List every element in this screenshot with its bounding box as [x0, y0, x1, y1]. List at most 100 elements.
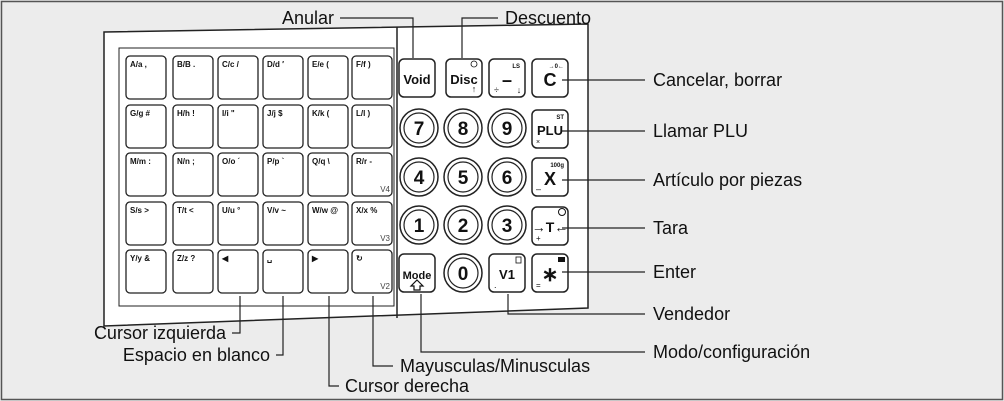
- key-cap[interactable]: [125, 104, 167, 149]
- alpha-key-4-1[interactable]: Z/z ?: [172, 249, 214, 294]
- key-cap[interactable]: [125, 152, 167, 197]
- key-cap[interactable]: [217, 249, 259, 294]
- key-cap[interactable]: [307, 104, 349, 149]
- alpha-key-0-1[interactable]: B/B .: [172, 55, 214, 100]
- key-cap[interactable]: [172, 201, 214, 246]
- key-cap[interactable]: [351, 55, 393, 100]
- alpha-key-3-1[interactable]: T/t <: [172, 201, 214, 246]
- alpha-key-2-5[interactable]: R/r -V4: [351, 152, 393, 197]
- alpha-key-1-1[interactable]: H/h !: [172, 104, 214, 149]
- key-cap[interactable]: [172, 55, 214, 100]
- alpha-key-1-3[interactable]: J/j $: [262, 104, 304, 149]
- alpha-key-0-3[interactable]: D/d ′: [262, 55, 304, 100]
- key-cap[interactable]: [262, 249, 304, 294]
- tare-key[interactable]: →T←+: [531, 206, 569, 246]
- key-cap[interactable]: [398, 58, 436, 98]
- key-cap[interactable]: [172, 104, 214, 149]
- key-cap[interactable]: [531, 58, 569, 98]
- digit-key-1[interactable]: 1: [399, 205, 439, 245]
- alphanumeric-keys: A/a ,B/B .C/c /D/d ′E/e (F/f ) G/g # H/h !…: [125, 55, 393, 294]
- label-descuento: Descuento: [505, 8, 592, 28]
- void-key[interactable]: Void: [398, 58, 436, 98]
- alpha-key-3-0[interactable]: S/s >: [125, 201, 167, 246]
- alpha-key-3-4[interactable]: W/w @: [307, 201, 349, 246]
- key-cap[interactable]: [398, 253, 436, 293]
- clear-key[interactable]: C→0←: [531, 58, 569, 98]
- alpha-key-4-0[interactable]: Y/y &: [125, 249, 167, 294]
- alpha-key-0-2[interactable]: C/c /: [217, 55, 259, 100]
- digit-key-9[interactable]: 9: [487, 108, 527, 148]
- plus-icon: +: [536, 234, 541, 243]
- enter-key[interactable]: ∗=: [531, 253, 569, 293]
- key-cap[interactable]: [531, 206, 569, 246]
- alpha-key-4-3[interactable]: ␣: [262, 249, 304, 294]
- key-cap[interactable]: [351, 201, 393, 246]
- alpha-key-2-3[interactable]: P/p `: [262, 152, 304, 197]
- alpha-key-0-4[interactable]: E/e (: [307, 55, 349, 100]
- key-cap[interactable]: [125, 249, 167, 294]
- minus-key[interactable]: –÷↓LS: [488, 58, 526, 98]
- key-cap[interactable]: [217, 201, 259, 246]
- key-cap[interactable]: [531, 253, 569, 293]
- alpha-key-3-5[interactable]: X/x %V3: [351, 201, 393, 246]
- key-cap[interactable]: [217, 55, 259, 100]
- alpha-key-4-2[interactable]: ◀: [217, 249, 259, 294]
- key-cap[interactable]: [262, 104, 304, 149]
- alpha-key-1-5[interactable]: L/l ): [351, 104, 393, 149]
- key-cap[interactable]: [351, 104, 393, 149]
- key-cap[interactable]: [172, 152, 214, 197]
- alpha-key-1-2[interactable]: I/i ": [217, 104, 259, 149]
- key-cap[interactable]: [307, 152, 349, 197]
- dot-icon: .: [494, 280, 497, 290]
- digit-key-2[interactable]: 2: [443, 205, 483, 245]
- digit-key-0[interactable]: 0: [443, 253, 483, 293]
- key-label: –: [502, 70, 512, 90]
- mode-key[interactable]: Mode: [398, 253, 436, 293]
- key-cap[interactable]: [531, 109, 569, 149]
- key-cap[interactable]: [125, 55, 167, 100]
- alpha-key-1-4[interactable]: K/k (: [307, 104, 349, 149]
- key-cap[interactable]: [351, 249, 393, 294]
- key-cap[interactable]: [307, 249, 349, 294]
- key-cap[interactable]: [217, 104, 259, 149]
- key-cap[interactable]: [445, 58, 483, 98]
- digit-label: 5: [458, 168, 469, 189]
- key-cap[interactable]: [488, 253, 526, 293]
- digit-key-4[interactable]: 4: [399, 157, 439, 197]
- label-articulo: Artículo por piezas: [653, 170, 803, 190]
- alpha-key-2-4[interactable]: Q/q \: [307, 152, 349, 197]
- digit-key-3[interactable]: 3: [487, 205, 527, 245]
- alpha-key-0-0[interactable]: A/a ,: [125, 55, 167, 100]
- alpha-key-4-5[interactable]: ↻V2: [351, 249, 393, 294]
- alpha-key-3-3[interactable]: V/v ~: [262, 201, 304, 246]
- key-cap[interactable]: [262, 152, 304, 197]
- key-cap[interactable]: [262, 55, 304, 100]
- alpha-key-1-0[interactable]: G/g #: [125, 104, 167, 149]
- alpha-key-3-2[interactable]: U/u °: [217, 201, 259, 246]
- key-cap[interactable]: [307, 55, 349, 100]
- v1-key[interactable]: V1.: [488, 253, 526, 293]
- digit-key-7[interactable]: 7: [399, 108, 439, 148]
- key-cap[interactable]: [351, 152, 393, 197]
- digit-key-8[interactable]: 8: [443, 108, 483, 148]
- key-label: H/h !: [177, 109, 195, 118]
- key-cap[interactable]: [125, 201, 167, 246]
- key-cap[interactable]: [262, 201, 304, 246]
- alpha-key-2-0[interactable]: M/m :: [125, 152, 167, 197]
- disc-key[interactable]: Disc↑: [445, 58, 483, 98]
- key-cap[interactable]: [217, 152, 259, 197]
- key-cap[interactable]: [488, 58, 526, 98]
- key-cap[interactable]: [307, 201, 349, 246]
- alpha-key-0-5[interactable]: F/f ): [351, 55, 393, 100]
- key-cap[interactable]: [531, 157, 569, 197]
- alpha-key-2-2[interactable]: O/o ´: [217, 152, 259, 197]
- key-label: J/j $: [267, 109, 283, 118]
- key-cap[interactable]: [172, 249, 214, 294]
- alpha-key-4-4[interactable]: ▶: [307, 249, 349, 294]
- digit-key-6[interactable]: 6: [487, 157, 527, 197]
- digit-key-5[interactable]: 5: [443, 157, 483, 197]
- alpha-key-2-1[interactable]: N/n ;: [172, 152, 214, 197]
